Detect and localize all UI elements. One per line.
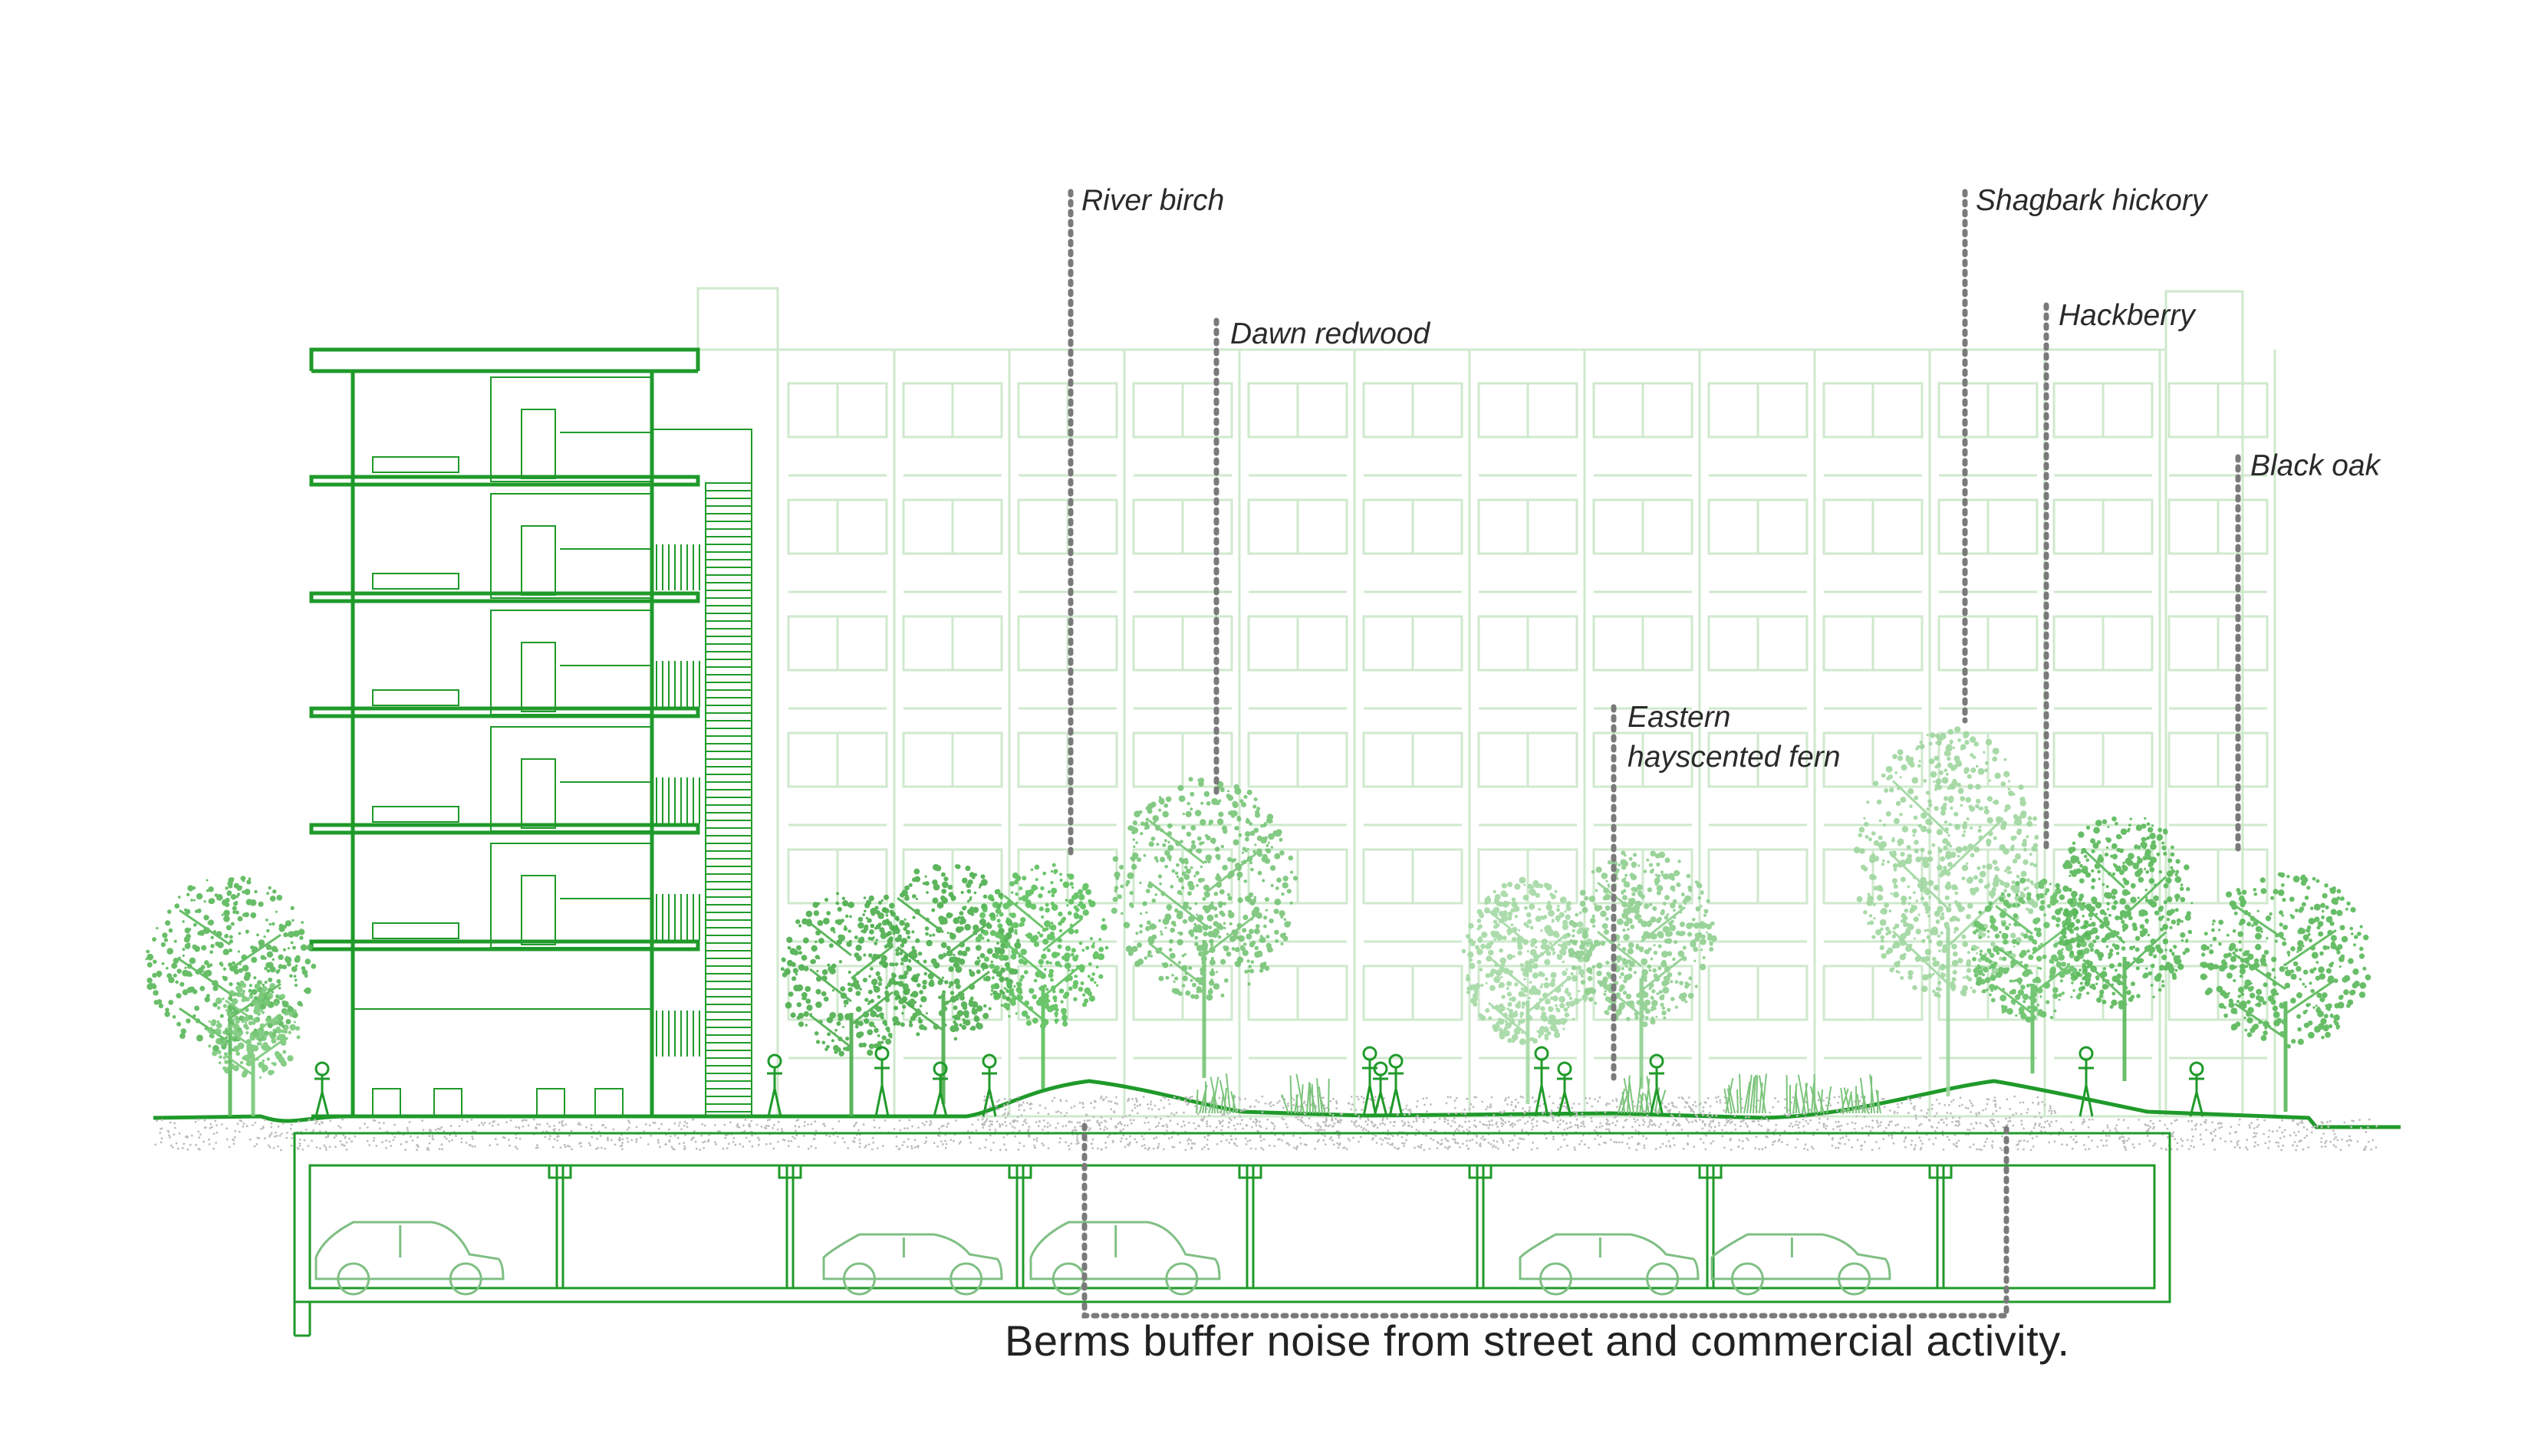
building-section: [311, 350, 759, 1116]
parked-cars: [316, 1222, 1890, 1294]
label-river-birch: River birch: [1081, 181, 1224, 221]
label-black-oak: Black oak: [2250, 446, 2380, 486]
stair-hatch: [652, 429, 752, 1116]
parking-garage: [295, 1133, 2170, 1336]
caption: Berms buffer noise from street and comme…: [1005, 1316, 2070, 1366]
label-hackberry: Hackberry: [2059, 296, 2195, 336]
label-shagbark-hickory: Shagbark hickory: [1976, 181, 2207, 221]
label-dawn-redwood: Dawn redwood: [1230, 314, 1430, 354]
ground-berm: [153, 1081, 2401, 1127]
label-fern-line1: Eastern: [1628, 698, 1730, 738]
label-fern-line2: hayscented fern: [1628, 738, 1841, 777]
